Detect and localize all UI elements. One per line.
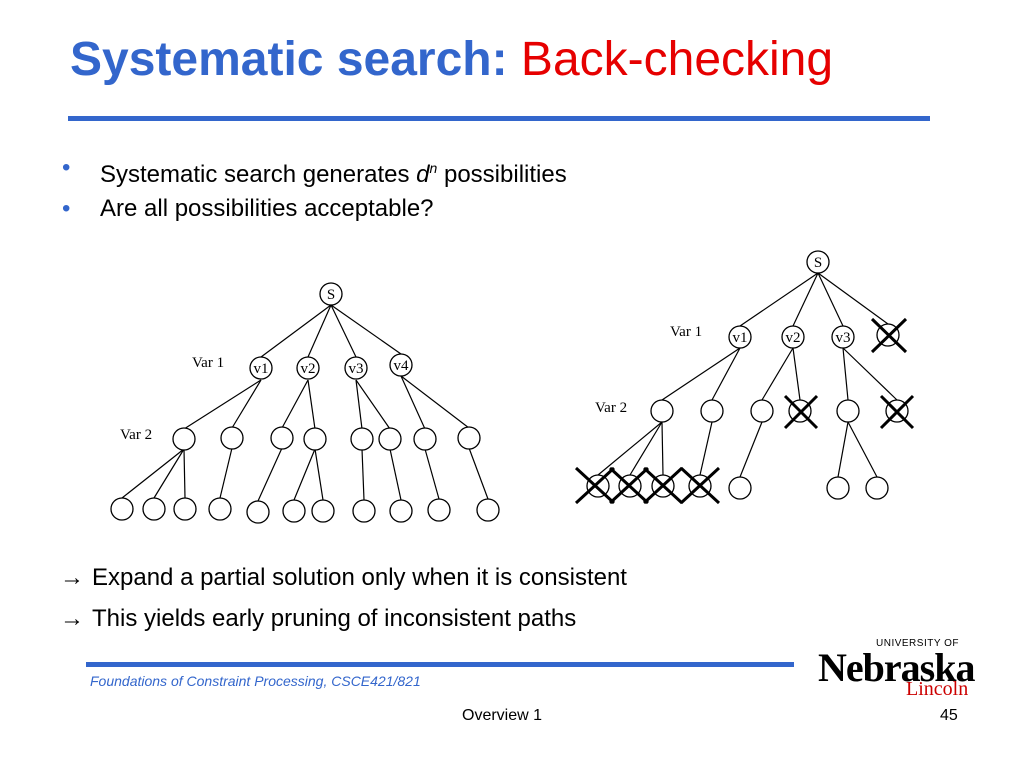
right-var1-node (781, 325, 805, 349)
right-var1-node (831, 325, 855, 349)
left-value-label: v4 (394, 358, 410, 374)
bullet-item: • Are all possibilities acceptable? (60, 193, 567, 234)
conclusion-text: Expand a partial solution only when it i… (92, 564, 627, 591)
right-var2-node (836, 399, 860, 423)
left-value-label: v1 (254, 361, 269, 377)
left-var1-node (344, 356, 368, 380)
left-var1-node (389, 353, 413, 377)
left-var1-node (249, 356, 273, 380)
left-var2-node (270, 426, 294, 450)
title-rule (68, 116, 930, 121)
left-leaf-node (246, 500, 270, 524)
left-leaf-node (352, 499, 376, 523)
right-root-label: S (814, 255, 822, 271)
right-var2-node (750, 399, 774, 423)
left-var2-node (350, 427, 374, 451)
left-leaf-node (311, 499, 335, 523)
right-var2-label: Var 2 (595, 400, 627, 416)
conclusion-item: → Expand a partial solution only when it … (60, 562, 627, 603)
right-tree-edges (597, 272, 898, 478)
right-leaf-node (865, 476, 889, 500)
bullet-text-after: possibilities (437, 161, 567, 188)
left-root-label: S (327, 287, 335, 303)
right-var2-node (650, 399, 674, 423)
conclusion-text: This yields early pruning of inconsisten… (92, 605, 577, 632)
right-leaf-node (826, 476, 850, 500)
left-leaf-node (208, 497, 232, 521)
cross-mark (879, 394, 915, 430)
left-tree-labels: S v1 v2 v3 v4 Var 1 Var 2 (120, 287, 409, 443)
logo-name: Nebraska (818, 645, 975, 690)
cross-mark (783, 394, 819, 430)
left-tree-edges (121, 304, 489, 502)
slide-title: Systematic search: Back-checking (70, 32, 833, 87)
bullet-text: Are all possibilities acceptable? (100, 195, 434, 222)
left-var2-node (378, 427, 402, 451)
left-leaf-node (427, 498, 451, 522)
cross-mark (679, 466, 721, 505)
pruned-cross-marks (574, 317, 915, 505)
conclusion-item: → This yields early pruning of inconsiste… (60, 603, 627, 644)
right-tree-nodes (586, 250, 909, 500)
footer-rule (86, 662, 794, 667)
right-tree: S v1 v2 v3 Var 1 Var 2 (574, 250, 915, 505)
left-var2-node (220, 426, 244, 450)
footer-page-label: Overview 1 (462, 707, 543, 724)
university-logo: UNIVERSITY OF Nebraska Lincoln (818, 638, 975, 700)
left-root-node (319, 282, 343, 306)
logo-university: UNIVERSITY OF (876, 638, 959, 649)
left-tree: S v1 v2 v3 v4 Var 1 Var 2 (110, 282, 500, 524)
arrow-icon: → (60, 605, 84, 632)
left-leaf-node (282, 499, 306, 523)
left-var2-node (413, 427, 437, 451)
left-var2-label: Var 2 (120, 427, 152, 443)
right-var2-node (700, 399, 724, 423)
arrow-icon: → (60, 564, 84, 591)
left-tree-nodes (110, 282, 500, 524)
right-value-label: v2 (786, 330, 801, 346)
left-leaf-node (389, 499, 413, 523)
title-main: Systematic search: (70, 33, 508, 86)
left-var1-label: Var 1 (192, 355, 224, 371)
left-value-label: v2 (301, 361, 316, 377)
title-highlight: Back-checking (520, 33, 834, 86)
left-leaf-node (476, 498, 500, 522)
left-value-label: v3 (349, 361, 364, 377)
left-leaf-node (142, 497, 166, 521)
right-value-label: v1 (733, 330, 748, 346)
right-value-label: v3 (836, 330, 851, 346)
bullet-list: • Systematic search generates dn possibi… (60, 152, 567, 234)
left-leaf-node (110, 497, 134, 521)
page-number: 45 (940, 707, 958, 724)
left-var1-node (296, 356, 320, 380)
bullet-exponent: n (429, 160, 438, 176)
cross-mark (608, 466, 650, 505)
left-var2-node (457, 426, 481, 450)
conclusion-points: → Expand a partial solution only when it … (60, 562, 627, 644)
bullet-item: • Systematic search generates dn possibi… (60, 152, 567, 193)
bullet-text-before: Systematic search generates (100, 161, 417, 188)
logo-campus: Lincoln (906, 678, 969, 700)
left-var2-node (172, 427, 196, 451)
cross-mark (642, 466, 684, 505)
right-var1-node (728, 325, 752, 349)
left-leaf-node (173, 497, 197, 521)
bullet-variable: d (416, 161, 430, 188)
right-tree-labels: S v1 v2 v3 Var 1 Var 2 (595, 255, 851, 416)
right-root-node (806, 250, 830, 274)
right-var1-label: Var 1 (670, 324, 702, 340)
right-leaf-node (728, 476, 752, 500)
cross-mark (870, 317, 908, 354)
bullet-dot: • (62, 195, 71, 222)
footer-course: Foundations of Constraint Processing, CS… (90, 673, 421, 689)
left-var2-node (303, 427, 327, 451)
bullet-dot: • (62, 154, 71, 181)
cross-mark (574, 466, 616, 505)
